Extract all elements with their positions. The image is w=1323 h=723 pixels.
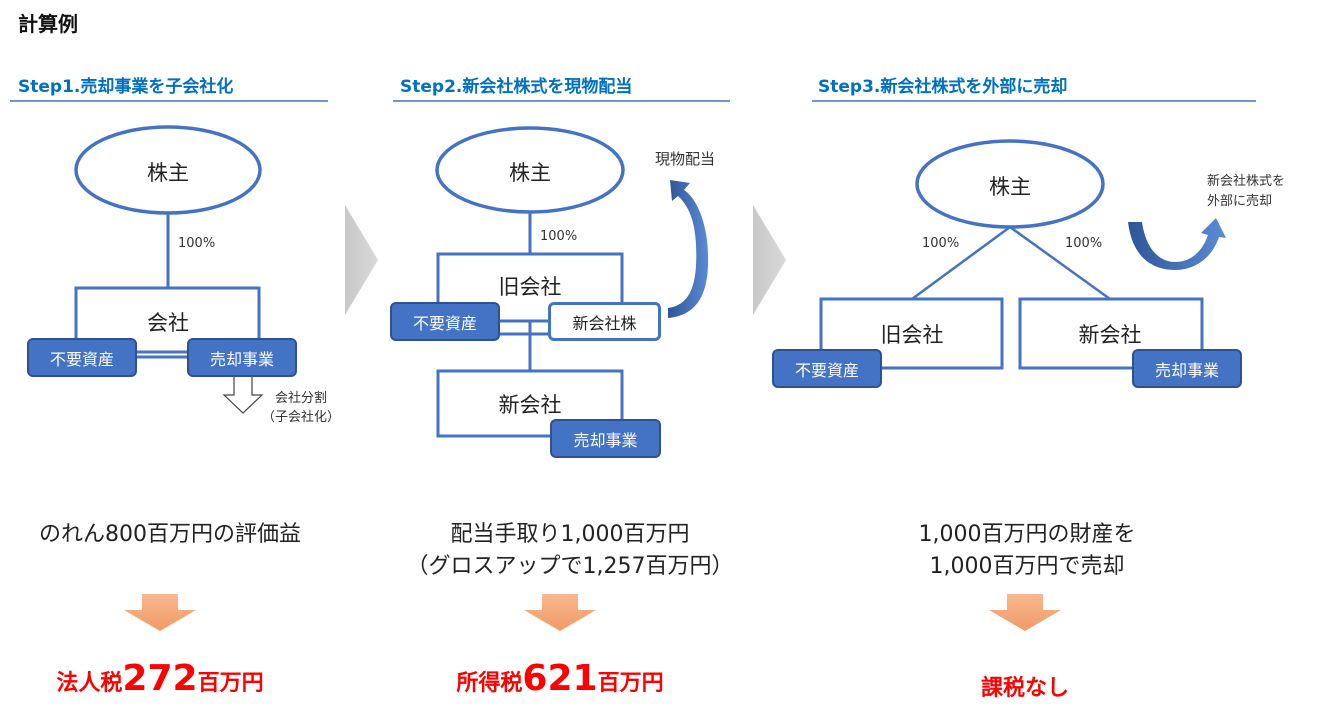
dividend-curved-arrow-icon bbox=[668, 180, 709, 318]
step3-header: Step3.新会社株式を外部に売却 bbox=[818, 77, 1068, 97]
chevron-step2-to-step3 bbox=[753, 205, 786, 315]
page-title: 計算例 bbox=[18, 12, 78, 36]
step2-unneeded-asset-box: 不要資産 bbox=[390, 302, 500, 341]
step2-result-prefix: 所得税 bbox=[456, 671, 523, 696]
down-arrow-1-icon bbox=[124, 594, 196, 631]
step1-header: Step1.売却事業を子会社化 bbox=[18, 77, 234, 97]
step2-new-company-label: 新会社 bbox=[498, 393, 562, 417]
step2-result-number: 621 bbox=[522, 658, 598, 699]
sale-u-arrow-icon bbox=[1128, 218, 1226, 270]
step1-business-sold-box: 売却事業 bbox=[187, 338, 297, 377]
step3-left-line bbox=[911, 225, 1011, 301]
step1-result: 法人税272百万円 bbox=[56, 658, 263, 699]
step1-description: のれん800百万円の評価益 bbox=[39, 522, 301, 547]
step2-result-suffix: 百万円 bbox=[597, 671, 664, 696]
step3-right-line bbox=[1009, 225, 1111, 301]
chevron-step1-to-step2 bbox=[345, 205, 378, 315]
step2-header: Step2.新会社株式を現物配当 bbox=[400, 77, 633, 97]
split-label-2: （子会社化） bbox=[262, 410, 341, 425]
sale-label-1: 新会社株式を bbox=[1207, 174, 1286, 189]
step1-shareholder-label: 株主 bbox=[147, 161, 189, 185]
step3-shareholder-label: 株主 bbox=[989, 175, 1031, 199]
step1-result-number: 272 bbox=[122, 658, 198, 699]
split-label-1: 会社分割 bbox=[275, 391, 328, 406]
step2-old-company-label: 旧会社 bbox=[498, 275, 562, 299]
step3-business-sold-box: 売却事業 bbox=[1132, 349, 1242, 388]
step3-percent-right: 100% bbox=[1065, 236, 1103, 251]
step2-business-sold-box: 売却事業 bbox=[550, 419, 661, 458]
step2-result: 所得税621百万円 bbox=[456, 658, 663, 699]
step3-description-1: 1,000百万円の財産を bbox=[918, 522, 1136, 547]
step1-company-label: 会社 bbox=[147, 311, 189, 335]
dividend-label: 現物配当 bbox=[655, 150, 716, 168]
step1-result-suffix: 百万円 bbox=[197, 671, 264, 696]
step2-new-company-shares-box: 新会社株 bbox=[548, 302, 661, 341]
step2-percent: 100% bbox=[540, 229, 578, 244]
step3-old-company-label: 旧会社 bbox=[880, 323, 944, 347]
down-arrow-3-icon bbox=[989, 594, 1061, 631]
step1-result-prefix: 法人税 bbox=[56, 671, 123, 696]
step2-description-2: （グロスアップで1,257百万円） bbox=[406, 554, 734, 579]
step3-unneeded-asset-box: 不要資産 bbox=[772, 349, 882, 388]
sale-label-2: 外部に売却 bbox=[1207, 194, 1273, 209]
step2-shareholder-label: 株主 bbox=[509, 161, 551, 185]
step1-percent: 100% bbox=[178, 236, 216, 251]
step3-result: 課税なし bbox=[980, 676, 1070, 701]
step1-unneeded-asset-box: 不要資産 bbox=[27, 338, 137, 377]
step3-description-2: 1,000百万円で売却 bbox=[929, 554, 1125, 579]
step3-percent-left: 100% bbox=[922, 236, 960, 251]
step2-description-1: 配当手取り1,000百万円 bbox=[450, 522, 690, 547]
down-arrow-2-icon bbox=[524, 594, 596, 631]
step3-new-company-label: 新会社 bbox=[1078, 323, 1142, 347]
